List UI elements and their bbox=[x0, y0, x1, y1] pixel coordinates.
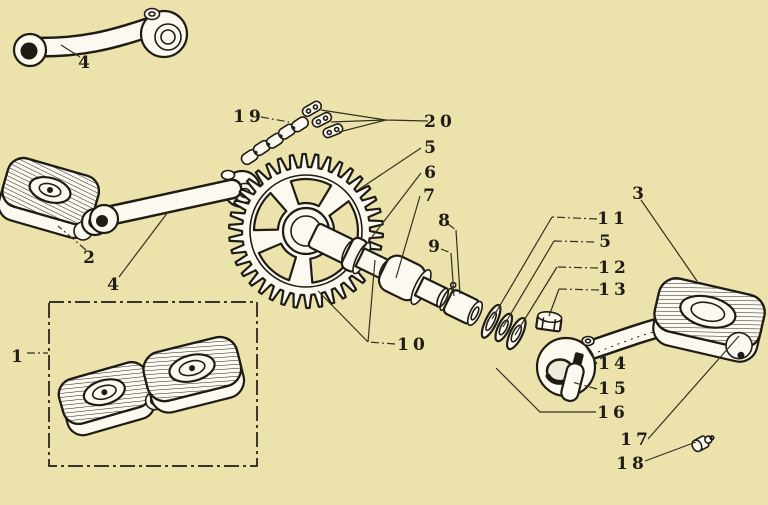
callout-5-b: 5 bbox=[599, 232, 615, 252]
leader-4-left bbox=[118, 211, 169, 278]
callout-3: 3 bbox=[632, 184, 648, 204]
axle-nut bbox=[535, 311, 563, 333]
leader-11 bbox=[491, 216, 553, 320]
leader-18 bbox=[644, 441, 697, 462]
callout-6: 6 bbox=[424, 163, 440, 183]
chainring-window bbox=[252, 191, 288, 232]
callout-10: 10 bbox=[397, 335, 429, 355]
leader-3 bbox=[640, 199, 698, 282]
leader-5a bbox=[357, 147, 422, 191]
leader-8-dash bbox=[447, 223, 457, 231]
leader-11-dash bbox=[551, 216, 598, 220]
leader-8 bbox=[455, 229, 461, 295]
leader-13-dash bbox=[558, 288, 600, 291]
callout-14: 14 bbox=[598, 354, 630, 374]
leader-10-dash bbox=[367, 341, 396, 345]
chain-link-plates bbox=[301, 100, 344, 139]
leader-9-dash bbox=[440, 248, 452, 254]
leader-20 bbox=[320, 109, 429, 133]
leader-6 bbox=[361, 172, 422, 251]
callout-16: 16 bbox=[597, 403, 629, 423]
leader-14 bbox=[582, 341, 598, 365]
callout-4-left: 4 bbox=[107, 275, 123, 295]
callout-18: 18 bbox=[616, 454, 648, 474]
callout-9: 9 bbox=[428, 237, 444, 257]
chain-link-strip bbox=[240, 116, 310, 166]
leader-7 bbox=[395, 195, 421, 279]
callout-1: 1 bbox=[11, 347, 27, 367]
leader-5b-dash bbox=[553, 240, 595, 243]
left-crank-arm bbox=[88, 178, 243, 235]
callout-17: 17 bbox=[620, 430, 652, 450]
leader-19 bbox=[260, 116, 290, 123]
callout-5-a: 5 bbox=[424, 138, 440, 158]
callout-11: 11 bbox=[597, 209, 629, 229]
callout-7: 7 bbox=[423, 186, 439, 206]
callout-4-top: 4 bbox=[78, 53, 94, 73]
leader-4-top bbox=[60, 44, 81, 58]
chainring-window bbox=[289, 177, 333, 208]
grease-fitting bbox=[691, 435, 715, 453]
leader-10 bbox=[317, 259, 376, 343]
callout-13: 13 bbox=[598, 280, 630, 300]
leader-17 bbox=[647, 335, 740, 440]
leader-9 bbox=[450, 252, 455, 297]
chainring-window bbox=[257, 242, 298, 282]
leader-16 bbox=[495, 367, 596, 413]
chainring-rim-edge bbox=[249, 174, 363, 288]
cotter-pin bbox=[560, 352, 585, 403]
leader-13 bbox=[548, 288, 560, 317]
leader-2 bbox=[57, 225, 87, 251]
callout-19: 19 bbox=[233, 107, 265, 127]
pedal-rubber-block-left bbox=[57, 361, 165, 437]
callout-20: 20 bbox=[424, 112, 456, 132]
right-pedal bbox=[652, 277, 766, 363]
crank-arm-top bbox=[12, 7, 189, 68]
leader-12-dash bbox=[556, 266, 599, 269]
leader-15 bbox=[571, 381, 598, 390]
pedal-rubber-block-right bbox=[142, 335, 246, 414]
callout-8: 8 bbox=[438, 211, 454, 231]
leader-lines bbox=[27, 44, 740, 462]
callout-labels: 4 19 20 5 6 7 8 9 3 11 5 12 13 2 4 10 1 … bbox=[11, 53, 652, 474]
callout-12: 12 bbox=[598, 258, 630, 278]
leader-5b bbox=[502, 240, 555, 328]
callout-2: 2 bbox=[83, 248, 99, 268]
callout-15: 15 bbox=[598, 379, 630, 399]
pedal-rubbers-group-box bbox=[48, 301, 258, 467]
leader-12 bbox=[514, 266, 558, 336]
